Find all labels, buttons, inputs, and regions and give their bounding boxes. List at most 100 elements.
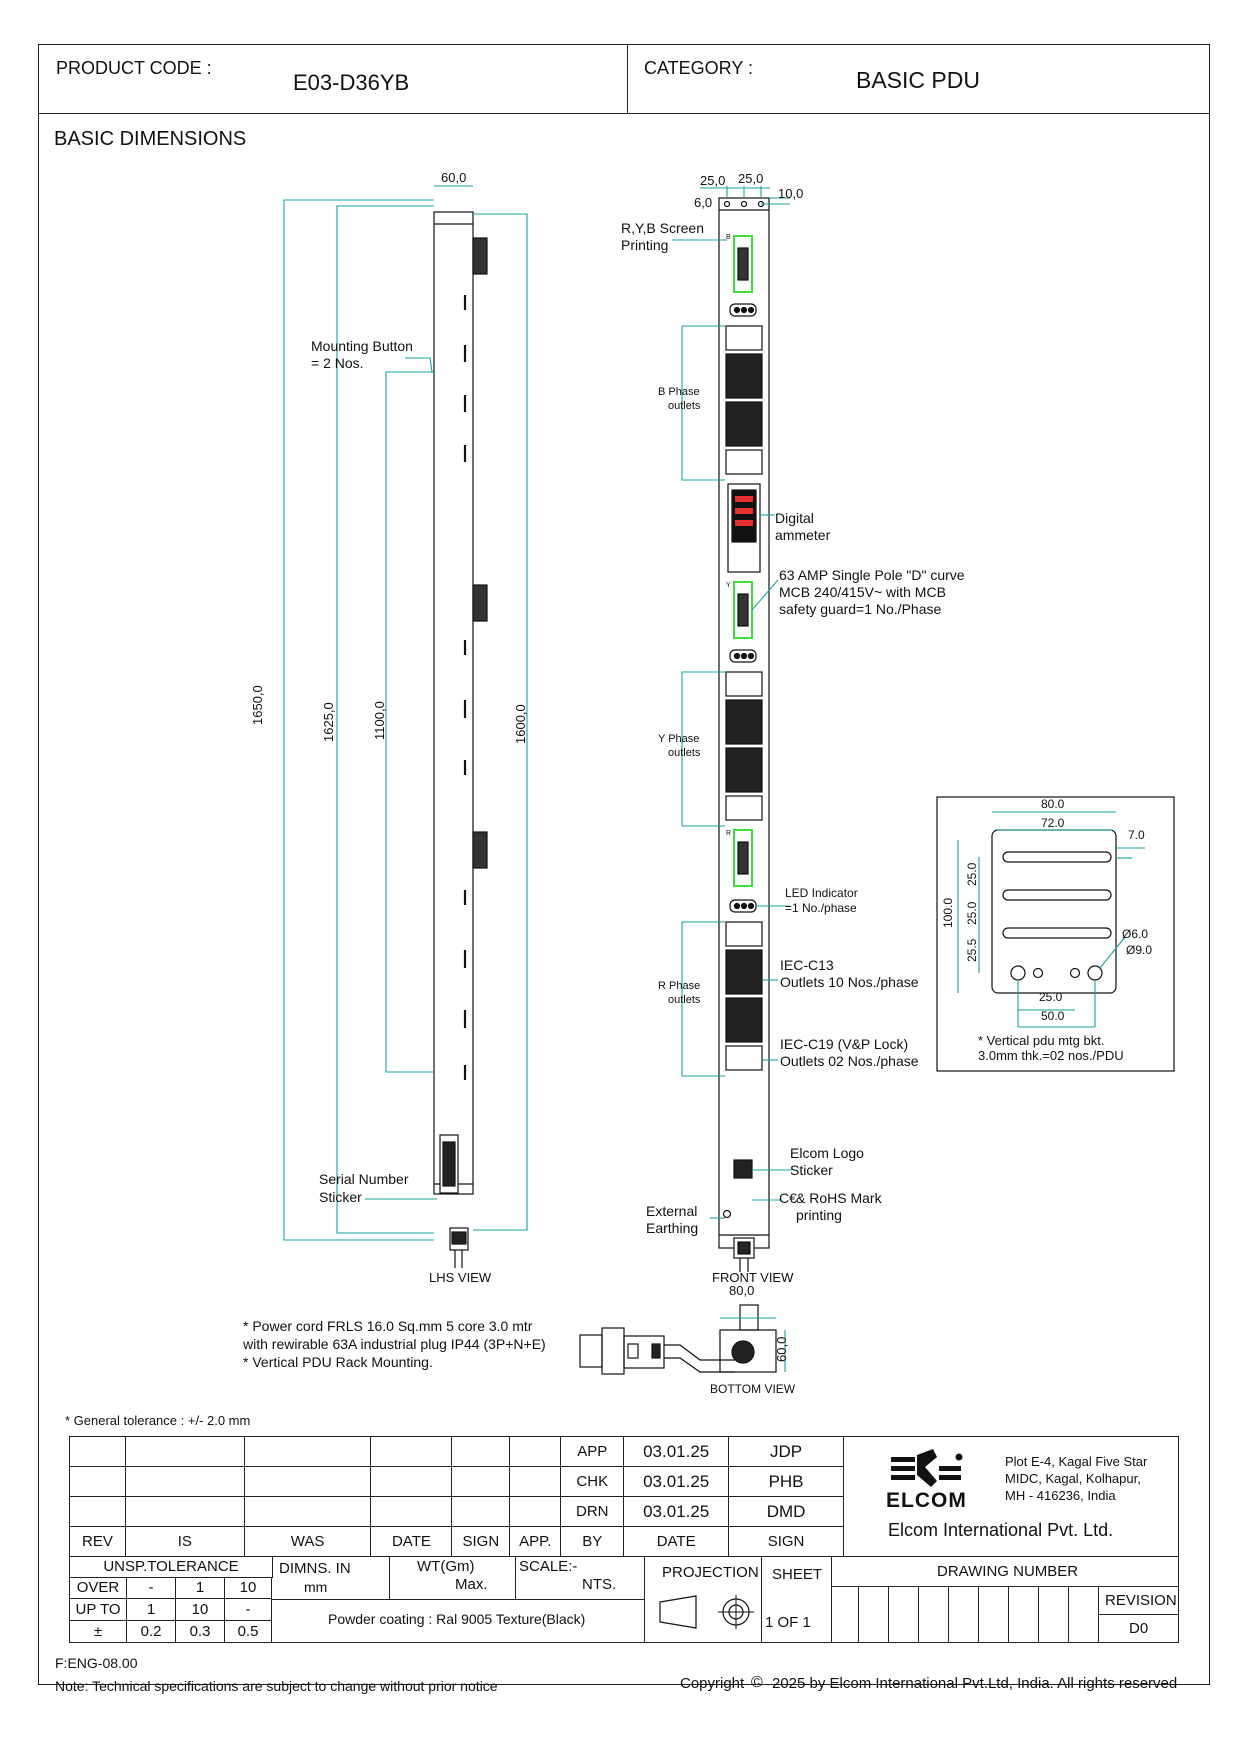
title-block-lower: UNSP.TOLERANCE OVER - 1 10 UP TO 1 10 - …	[69, 1556, 1179, 1643]
form-number: F:ENG-08.00	[55, 1655, 138, 1671]
bracket-dim-80: 80.0	[1041, 797, 1065, 811]
header-divider	[38, 113, 1210, 115]
wt-label: WT(Gm)	[417, 1558, 475, 1575]
lhs-dim-1100: 1100,0	[372, 701, 387, 740]
unsp-tolerance-header: UNSP.TOLERANCE	[70, 1556, 273, 1578]
lhs-dim-1625: 1625,0	[321, 702, 336, 742]
bracket-drawing	[936, 796, 1175, 1072]
front-dim-25b: 25,0	[738, 171, 764, 186]
by-header: BY	[560, 1526, 625, 1557]
over-label: OVER	[70, 1577, 127, 1599]
scale-label: SCALE:-	[519, 1558, 578, 1575]
b-phase-label-1: B Phase	[658, 386, 700, 398]
chk-sign: PHB	[728, 1466, 844, 1497]
header-vertical-divider	[627, 44, 629, 114]
dimns-unit: mm	[304, 1579, 328, 1595]
wt-max: Max.	[455, 1576, 488, 1593]
company-address-2: MIDC, Kagal, Kolhapur,	[1005, 1471, 1141, 1486]
sheet-of: 1 OF 1	[765, 1614, 811, 1631]
front-dim-6: 6,0	[694, 195, 713, 210]
was-header: WAS	[243, 1526, 372, 1557]
phase-letter-r: R	[726, 830, 732, 837]
product-code-value: E03-D36YB	[293, 70, 410, 95]
ce-rohs-label-1: & RoHS Mark	[796, 1190, 882, 1206]
bottom-dim-60: 60,0	[774, 1336, 789, 1362]
app-date: 03.01.25	[623, 1436, 730, 1467]
projection-symbol-icon	[659, 1595, 754, 1629]
mcb-label-1: 63 AMP Single Pole "D" curve	[779, 567, 965, 583]
c19-label-2: Outlets 02 Nos./phase	[780, 1053, 919, 1069]
pm-label: ±	[70, 1621, 127, 1642]
pm-val-2: 0.3	[176, 1621, 225, 1642]
technical-drawing	[283, 185, 1175, 1375]
front-dim-10: 10,0	[778, 186, 804, 201]
upto-label: UP TO	[70, 1599, 127, 1621]
bracket-dim-50: 50.0	[1041, 1009, 1065, 1023]
is-header: IS	[124, 1526, 245, 1557]
digital-ammeter-label-2: ammeter	[775, 527, 831, 543]
copyright-label: Copyright	[680, 1675, 745, 1692]
lhs-view-drawing	[433, 211, 488, 1268]
tolerance-note: * General tolerance : +/- 2.0 mm	[65, 1413, 251, 1428]
drawing-frame	[38, 44, 1210, 1685]
company-block: ELCOM Plot E-4, Kagal Five Star MIDC, Ka…	[844, 1436, 1179, 1557]
bracket-dim-9: Ø9.0	[1126, 943, 1153, 957]
ce-mark: C€	[779, 1190, 797, 1206]
drn-label: DRN	[560, 1496, 625, 1527]
copyright-text: 2025 by Elcom International Pvt.Ltd, Ind…	[772, 1675, 1178, 1692]
app-sign: JDP	[728, 1436, 844, 1467]
company-logo-text: ELCOM	[886, 1489, 967, 1512]
bottom-dim-80: 80,0	[729, 1283, 755, 1298]
spec-note: Note: Technical specifications are subje…	[55, 1678, 498, 1694]
lhs-dim-top-width: 60,0	[441, 170, 467, 185]
revision-label: REVISION	[1105, 1592, 1177, 1609]
projection-label: PROJECTION	[662, 1564, 759, 1581]
front-view-drawing	[718, 197, 770, 1272]
sign2-header: SIGN	[728, 1526, 844, 1557]
section-title: BASIC DIMENSIONS	[54, 128, 247, 150]
copyright-icon: ©	[751, 1674, 763, 1691]
y-phase-label-1: Y Phase	[658, 733, 700, 745]
mcb-label-2: MCB 240/415V~ with MCB	[779, 584, 946, 600]
bracket-dim-25a: 25.0	[965, 862, 979, 886]
phase-letter-b: B	[726, 234, 731, 241]
power-cord-note-3: * Vertical PDU Rack Mounting.	[243, 1354, 433, 1370]
drawing-number-label: DRAWING NUMBER	[937, 1563, 1079, 1580]
led-label-1: LED Indicator	[785, 886, 858, 900]
power-cord-note-1: * Power cord FRLS 16.0 Sq.mm 5 core 3.0 …	[243, 1318, 533, 1334]
bracket-dim-25c: 25.0	[1039, 990, 1063, 1004]
led-label-2: =1 No./phase	[785, 901, 857, 915]
rev-header: REV	[69, 1526, 126, 1557]
mounting-button-label-1: Mounting Button	[311, 338, 413, 354]
bracket-note-1: * Vertical pdu mtg bkt.	[978, 1033, 1105, 1048]
front-dim-25a: 25,0	[700, 173, 726, 188]
upto-val-3: -	[225, 1599, 272, 1621]
revision-table: APP 03.01.25 JDP CHK 03.01.25 PHB DRN 03…	[69, 1436, 844, 1557]
company-address-1: Plot E-4, Kagal Five Star	[1005, 1454, 1148, 1469]
logo-sticker-label-1: Elcom Logo	[790, 1145, 864, 1161]
pm-val-3: 0.5	[225, 1621, 272, 1642]
ryb-screen-label-1: R,Y,B Screen	[621, 220, 705, 236]
power-cord-note-2: with rewirable 63A industrial plug IP44 …	[243, 1336, 546, 1352]
r-phase-label-1: R Phase	[658, 980, 701, 992]
bracket-note-2: 3.0mm thk.=02 nos./PDU	[978, 1048, 1124, 1063]
digital-ammeter-label-1: Digital	[775, 510, 814, 526]
serial-sticker-label-2: Sticker	[319, 1189, 362, 1205]
ext-earthing-label-2: Earthing	[646, 1220, 699, 1236]
over-val-1: -	[127, 1577, 176, 1599]
over-val-3: 10	[225, 1577, 272, 1599]
bracket-dim-72: 72.0	[1041, 816, 1065, 830]
company-name: Elcom International Pvt. Ltd.	[888, 1520, 1114, 1540]
c13-label-2: Outlets 10 Nos./phase	[780, 974, 919, 990]
sheet-label: SHEET	[772, 1566, 823, 1583]
date-header: DATE	[370, 1526, 453, 1557]
chk-label: CHK	[560, 1466, 625, 1497]
lhs-dim-1600: 1600,0	[513, 704, 528, 744]
ce-rohs-label-2: printing	[796, 1207, 842, 1223]
upto-val-2: 10	[176, 1599, 225, 1621]
front-view-label: FRONT VIEW	[712, 1270, 794, 1285]
finish-note: Powder coating : Ral 9005 Texture(Black)	[328, 1611, 586, 1627]
bracket-dim-25b: 25.0	[965, 901, 979, 925]
ryb-screen-label-2: Printing	[621, 237, 669, 253]
dimns-label: DIMNS. IN	[279, 1560, 351, 1577]
